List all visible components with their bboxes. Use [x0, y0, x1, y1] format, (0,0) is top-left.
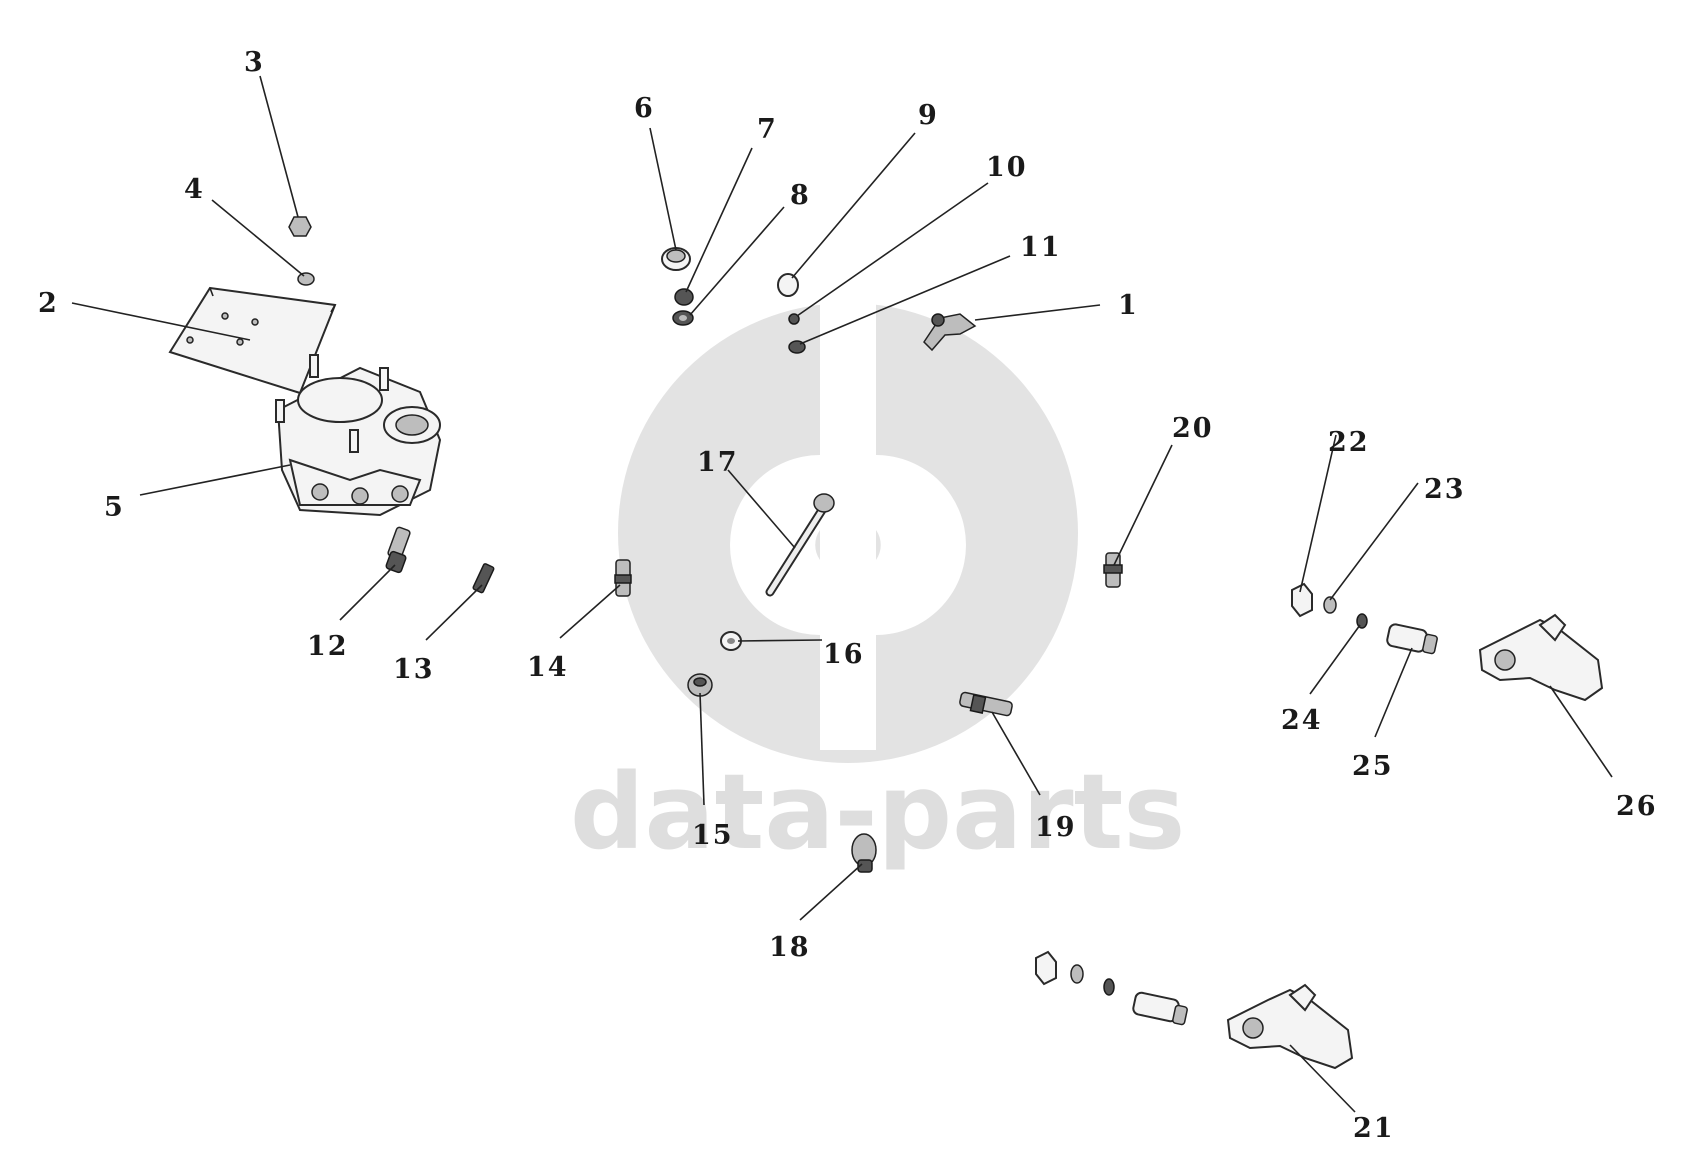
- callout-15: 15: [692, 820, 734, 851]
- part-14-fitting: [614, 559, 632, 597]
- callout-1: 1: [1118, 290, 1139, 321]
- callout-16: 16: [823, 639, 865, 670]
- callout-6: 6: [634, 93, 655, 124]
- callout-21: 21: [1353, 1113, 1395, 1144]
- part-9-cap: [777, 273, 799, 297]
- callout-2: 2: [38, 288, 59, 319]
- callout-12: 12: [307, 631, 349, 662]
- callout-3: 3: [244, 47, 265, 78]
- part-25-adapter: [1386, 623, 1438, 655]
- callout-24: 24: [1281, 705, 1323, 736]
- callout-22: 22: [1328, 427, 1370, 458]
- part-18-fitting: [851, 833, 877, 873]
- callout-26: 26: [1616, 791, 1658, 822]
- callout-11: 11: [1020, 232, 1062, 263]
- part-23-washer: [1323, 596, 1337, 614]
- callout-20: 20: [1172, 413, 1214, 444]
- part-15-nut: [687, 673, 713, 697]
- callout-8: 8: [790, 180, 811, 211]
- part-6-cap: [661, 247, 691, 271]
- part-10-ball: [788, 313, 800, 325]
- part-16-washer: [720, 631, 742, 651]
- part-3-nut: [288, 216, 312, 237]
- part-17-long-bolt: [765, 493, 835, 597]
- callout-14: 14: [527, 652, 569, 683]
- part-4-washer: [297, 272, 315, 286]
- part-24-oring: [1356, 613, 1368, 629]
- watermark-logo: [618, 290, 1078, 763]
- callout-18: 18: [769, 932, 811, 963]
- callout-19: 19: [1035, 812, 1077, 843]
- callout-4: 4: [184, 174, 205, 205]
- callout-17: 17: [697, 447, 739, 478]
- callout-25: 25: [1352, 751, 1394, 782]
- watermark-text: data-parts: [570, 751, 1185, 873]
- part-5-valve-body: [275, 354, 442, 517]
- part-7-nut: [674, 288, 694, 306]
- part-2-mounting-plate: [168, 286, 337, 395]
- callout-10: 10: [986, 152, 1028, 183]
- part-8-washer: [672, 310, 694, 326]
- callout-9: 9: [918, 100, 939, 131]
- part-26-gladhand-coupling: [1478, 613, 1604, 702]
- part-21-coupling-assembly: [1035, 950, 1354, 1070]
- part-19-fitting: [959, 691, 1013, 717]
- part-22-nut: [1291, 582, 1313, 618]
- part-12-fitting: [385, 526, 411, 574]
- callout-7: 7: [757, 114, 778, 145]
- leader-lines: [71, 75, 1613, 1113]
- part-13-fitting: [472, 563, 495, 594]
- part-20-fitting: [1103, 552, 1123, 588]
- callout-13: 13: [393, 654, 435, 685]
- callout-23: 23: [1424, 474, 1466, 505]
- callout-labels: 1 2 3 4 5 6 7 8 9 10 11 12 13 14 15 16 1…: [38, 47, 1658, 1144]
- callout-5: 5: [104, 492, 125, 523]
- part-1-elbow-fitting: [923, 313, 977, 352]
